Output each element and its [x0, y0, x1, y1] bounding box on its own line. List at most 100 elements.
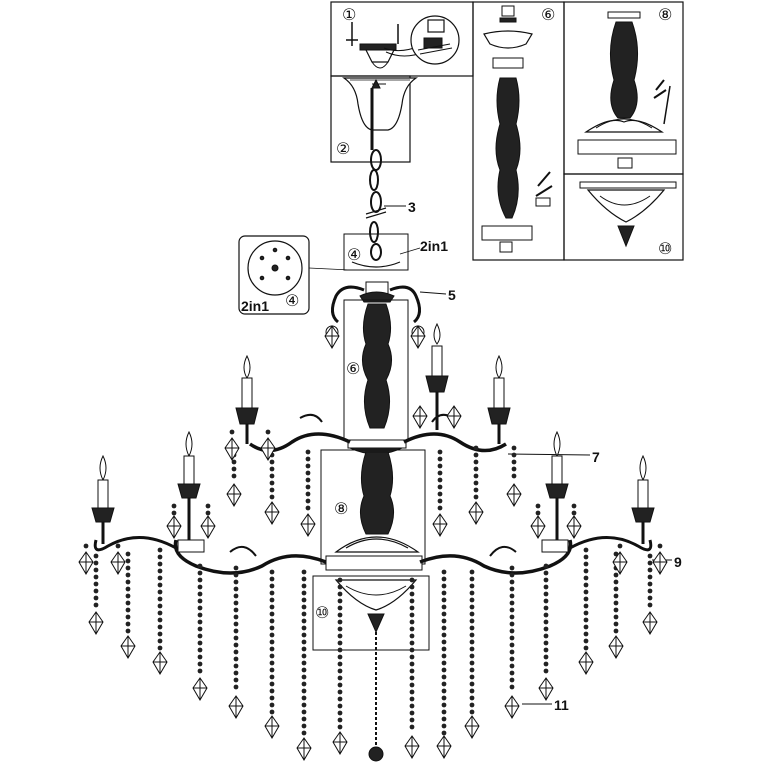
crystal-pendant: [464, 715, 480, 739]
candle-upper-centre: [425, 322, 449, 430]
crystal-bead: [301, 667, 307, 673]
crystal-pendant: [296, 737, 312, 761]
crystal-bead: [301, 716, 307, 722]
crystal-bead: [583, 638, 589, 644]
callout-part-10-box: ⑩: [658, 239, 672, 258]
crystal-bead: [269, 688, 275, 694]
crystal-bead: [437, 491, 443, 497]
crystal-bead: [301, 660, 307, 666]
crystal-bead: [437, 484, 443, 490]
crystal-bead: [613, 607, 619, 613]
callout-part-11: 11: [554, 697, 569, 713]
crystal-bead: [441, 639, 447, 645]
crystal-bead: [233, 607, 239, 613]
crystal-bead: [233, 628, 239, 634]
crystal-bead: [543, 640, 549, 646]
crystal-pendant: [538, 677, 554, 701]
crystal-bead: [469, 695, 475, 701]
crystal-bead: [337, 682, 343, 688]
crystal-bead: [197, 584, 203, 590]
crystal-bead: [337, 591, 343, 597]
crystal-bead: [409, 633, 415, 639]
crystal-pendant: [224, 437, 240, 461]
crystal-bead: [197, 577, 203, 583]
crystal-bead: [83, 543, 89, 549]
crystal-pendant: [642, 611, 658, 635]
crystal-bead: [305, 456, 311, 462]
crystal-bead: [301, 604, 307, 610]
crystal-bead: [305, 484, 311, 490]
crystal-bead: [441, 569, 447, 575]
crystal-bead: [305, 477, 311, 483]
crystal-bead: [301, 639, 307, 645]
crystal-pendant: [612, 551, 628, 575]
crystal-bead: [441, 730, 447, 736]
crystal-bead: [301, 702, 307, 708]
crystal-pendant: [200, 515, 216, 539]
crystal-bead: [125, 551, 131, 557]
crystal-bead: [233, 586, 239, 592]
crystal-bead: [93, 553, 99, 559]
crystal-bead: [171, 510, 177, 516]
crystal-bead: [613, 621, 619, 627]
crystal-bead: [441, 632, 447, 638]
crystal-bead: [93, 581, 99, 587]
crystal-bead: [543, 626, 549, 632]
crystal-bead: [337, 633, 343, 639]
crystal-pendant: [566, 515, 582, 539]
crystal-bead: [583, 547, 589, 553]
callout-part-8-box: ⑧: [658, 5, 672, 24]
crystal-bead: [509, 607, 515, 613]
crystal-bead: [197, 647, 203, 653]
crystal-bead: [583, 610, 589, 616]
crystal-bead: [233, 565, 239, 571]
crystal-bead: [269, 611, 275, 617]
crystal-bead: [305, 491, 311, 497]
crystal-bead: [409, 724, 415, 730]
crystal-bead: [269, 466, 275, 472]
crystal-bead: [157, 631, 163, 637]
crystal-bead: [543, 654, 549, 660]
crystal-bead: [125, 593, 131, 599]
crystal-bead: [301, 723, 307, 729]
crystal-bead: [337, 577, 343, 583]
crystal-bead: [197, 570, 203, 576]
crystal-bead: [125, 614, 131, 620]
crystal-bead: [269, 473, 275, 479]
crystal-bead: [93, 602, 99, 608]
crystal-bead: [543, 584, 549, 590]
crystal-pendant: [404, 735, 420, 759]
crystal-bead: [409, 626, 415, 632]
crystal-pendant: [608, 635, 624, 659]
crystal-bead: [93, 567, 99, 573]
crystal-bead: [197, 633, 203, 639]
crystal-bead: [441, 660, 447, 666]
callout-part-3: 3: [408, 199, 416, 215]
crystal-bead: [409, 654, 415, 660]
crystal-bead: [337, 647, 343, 653]
crystal-bead: [93, 574, 99, 580]
crystal-bead: [269, 494, 275, 500]
crystal-pendant: [78, 551, 94, 575]
crystal-bead: [269, 480, 275, 486]
crystal-bead: [157, 568, 163, 574]
crystal-bead: [269, 590, 275, 596]
crystal-bead: [269, 604, 275, 610]
crystal-bead: [337, 661, 343, 667]
crystal-bead: [269, 625, 275, 631]
crystal-bead: [337, 640, 343, 646]
crystal-bead: [301, 583, 307, 589]
crystal-bead: [337, 696, 343, 702]
crystal-bead: [269, 681, 275, 687]
crystal-bead: [409, 717, 415, 723]
crystal-pendant: [412, 405, 428, 429]
crystal-bead: [269, 709, 275, 715]
crystal-bead: [269, 569, 275, 575]
crystal-bead: [233, 621, 239, 627]
crystal-bead: [233, 579, 239, 585]
crystal-bead: [197, 626, 203, 632]
crystal-bead: [469, 597, 475, 603]
crystal-pendant: [264, 501, 280, 525]
crystal-bead: [543, 668, 549, 674]
panel-lower-stem: ⑧: [563, 1, 684, 175]
